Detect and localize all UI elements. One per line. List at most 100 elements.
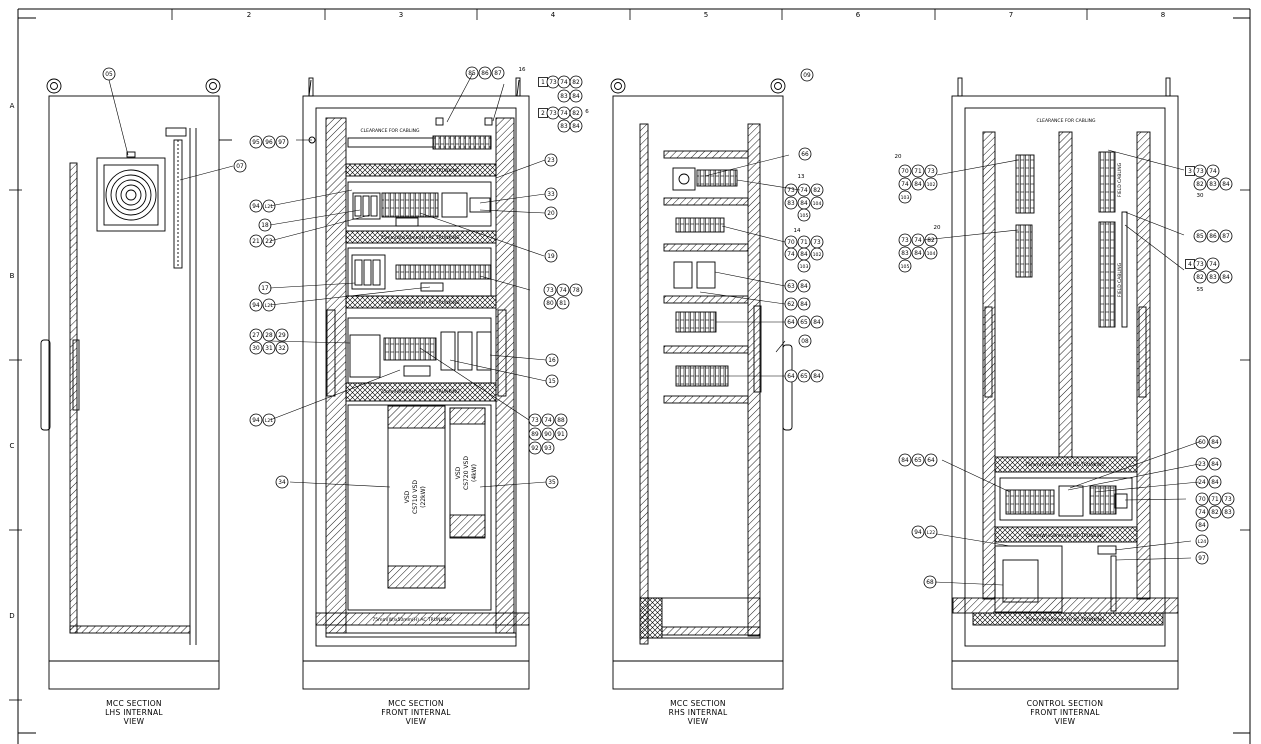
- callout-number: 74: [800, 188, 808, 194]
- callout-balloon: 84: [797, 297, 811, 311]
- callout-number: 105: [901, 264, 910, 270]
- callout-note: 6: [585, 109, 589, 115]
- callout-balloon: 84: [1208, 457, 1222, 471]
- callout-balloon: 71: [797, 235, 811, 249]
- row-label: B: [10, 272, 15, 280]
- field-cabling-label: FIELD CABLING: [1117, 162, 1123, 197]
- callout-number: 70: [901, 169, 909, 175]
- callout-number: 105: [800, 213, 809, 219]
- callout-balloon: 74: [541, 413, 555, 427]
- rhs-internal-view: [610, 78, 793, 690]
- callout-balloon: 84: [810, 315, 824, 329]
- callout-balloon: 83: [784, 196, 798, 210]
- callout-balloon: 103: [797, 259, 811, 273]
- callout-number: 97: [1198, 556, 1206, 562]
- callout-number: 23: [547, 158, 555, 164]
- callout-balloon: 27: [249, 328, 263, 342]
- callout-number: 74: [544, 418, 552, 424]
- callout-number: 88: [557, 418, 565, 424]
- vsd1-rating: (22kW): [420, 486, 427, 508]
- callout-note: 30: [1197, 193, 1204, 199]
- callout-number: 73: [549, 80, 557, 86]
- column-label: 2: [247, 11, 251, 19]
- callout-balloon: 82: [569, 106, 583, 120]
- callout-balloon: 60: [1195, 435, 1209, 449]
- callout-number: 68: [926, 580, 934, 586]
- callout-number: 20: [547, 211, 555, 217]
- callout-number: 32: [278, 346, 286, 352]
- callout-balloon: 74: [1206, 257, 1220, 271]
- callout-balloon: 84: [911, 246, 925, 260]
- callout-number: L21: [265, 204, 273, 210]
- callout-balloon: L21: [262, 298, 276, 312]
- callout-number: 1: [541, 80, 545, 86]
- callout-number: 104: [813, 201, 822, 207]
- callout-balloon: 33: [544, 187, 558, 201]
- callout-number: 74: [787, 252, 795, 258]
- callout-number: 65: [914, 458, 922, 464]
- callout-number: 102: [813, 252, 822, 258]
- callout-balloon: 65: [911, 453, 925, 467]
- callout-number: 83: [1209, 182, 1217, 188]
- sheet-border: [17, 8, 1251, 744]
- front-trunking-label: 75mm(W)x50mm(H) AC TRUNKING: [380, 389, 460, 395]
- front-trunking-label: 75mm(W)x50mm(H) AC TRUNKING: [380, 168, 460, 174]
- callout-balloon: 31: [262, 341, 276, 355]
- callout-balloon: 73: [898, 233, 912, 247]
- callout-number: 82: [813, 188, 821, 194]
- callout-balloon: 32: [275, 341, 289, 355]
- callout-balloon: 19: [544, 249, 558, 263]
- callout-number: 90: [544, 432, 552, 438]
- callout-balloon: 71: [1208, 492, 1222, 506]
- callout-number: 74: [914, 238, 922, 244]
- callout-balloon: 74: [911, 233, 925, 247]
- column-label: 3: [399, 11, 403, 19]
- callout-balloon: 74: [556, 283, 570, 297]
- callout-balloon: 74: [898, 177, 912, 191]
- callout-balloon: 84: [810, 369, 824, 383]
- front-trunking-label: 75mm(W)x50mm(H) AC TRUNKING: [372, 617, 452, 623]
- callout-number: 82: [572, 111, 580, 117]
- callout-balloon: 35: [545, 475, 559, 489]
- callout-number: 70: [1198, 497, 1206, 503]
- callout-balloon: 84: [569, 89, 583, 103]
- callout-balloon: 84: [1208, 435, 1222, 449]
- front-trunking-label: 75mm(W)x50mm(H) AC TRUNKING: [380, 235, 460, 241]
- callout-balloon: 74: [1206, 164, 1220, 178]
- callout-number: 83: [560, 94, 568, 100]
- callout-number: 33: [547, 192, 555, 198]
- callout-balloon: 104: [924, 246, 938, 260]
- callout-balloon: 80: [543, 296, 557, 310]
- callout-balloon: 93: [541, 441, 555, 455]
- vsd1-model: CS710 VSD: [412, 480, 419, 514]
- callout-balloon: 94: [911, 525, 925, 539]
- callout-balloon: 64: [784, 369, 798, 383]
- leader-lines: [108, 72, 1200, 586]
- callout-balloon: 73: [546, 106, 560, 120]
- callout-balloon: 71: [911, 164, 925, 178]
- column-label: 8: [1161, 11, 1165, 19]
- callout-number: 21: [252, 239, 260, 245]
- callout-balloon: 94: [249, 298, 263, 312]
- callout-number: 84: [901, 458, 909, 464]
- callout-number: 71: [914, 169, 922, 175]
- column-label: 4: [551, 11, 556, 19]
- callout-number: 82: [1196, 182, 1204, 188]
- callout-balloon: 87: [1219, 229, 1233, 243]
- callout-number: 73: [549, 111, 557, 117]
- callout-balloon: 73: [810, 235, 824, 249]
- callout-balloon: 66: [798, 147, 812, 161]
- row-label: A: [10, 102, 15, 110]
- callout-number: 71: [800, 240, 808, 246]
- vsd2-model: CS720 VSD: [463, 456, 470, 490]
- callout-number: 86: [481, 71, 489, 77]
- callout-number: 82: [927, 238, 935, 244]
- callout-number: 94: [252, 303, 260, 309]
- callout-number: 73: [546, 288, 554, 294]
- callout-balloon: 94: [249, 413, 263, 427]
- callout-number: 22: [265, 239, 273, 245]
- row-label: D: [9, 612, 14, 620]
- callout-number: 103: [901, 195, 910, 201]
- callout-balloon: L21: [262, 199, 276, 213]
